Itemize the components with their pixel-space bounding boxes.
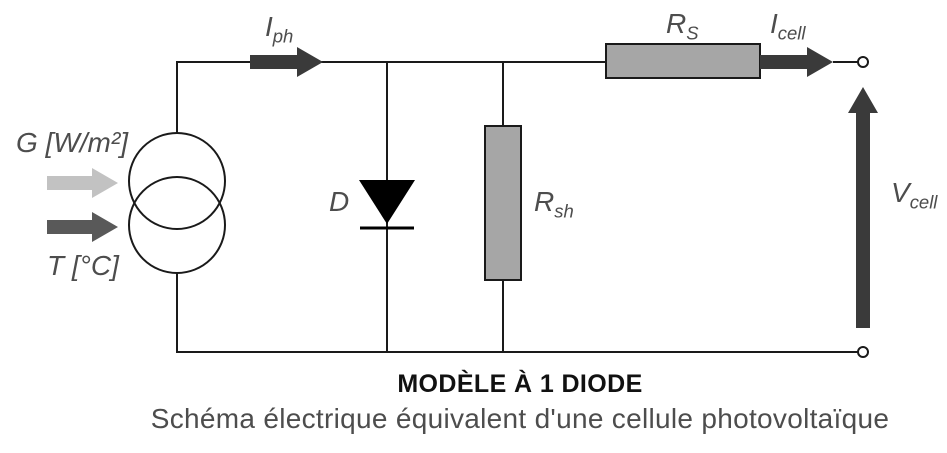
figure-title: MODÈLE À 1 DIODE bbox=[397, 370, 643, 398]
shunt-resistor-body bbox=[484, 125, 522, 281]
photocurrent-label-base: I bbox=[265, 11, 273, 42]
shunt-resistor-label: Rsh bbox=[534, 188, 574, 221]
photocurrent-arrow-icon bbox=[250, 47, 323, 77]
current-source-symbol bbox=[128, 132, 226, 274]
irradiance-arrow-icon bbox=[47, 168, 118, 198]
shunt-resistor-label-sub: sh bbox=[554, 200, 574, 222]
cell-voltage-label-base: V bbox=[891, 177, 910, 208]
temperature-label: T [°C] bbox=[47, 250, 119, 281]
top-left-wire bbox=[176, 61, 606, 133]
series-resistor-label-sub: S bbox=[686, 22, 699, 44]
diode-symbol bbox=[359, 180, 415, 230]
series-resistor-label: RS bbox=[666, 10, 699, 43]
irradiance-label: G [W/m²] bbox=[16, 127, 128, 158]
cell-voltage-label: Vcell bbox=[891, 179, 937, 212]
cell-current-arrow-icon bbox=[760, 47, 833, 77]
temperature-arrow-icon bbox=[47, 212, 118, 242]
figure-subtitle: Schéma électrique équivalent d'une cellu… bbox=[150, 403, 890, 434]
negative-terminal bbox=[857, 346, 869, 358]
diode-label: D bbox=[329, 186, 350, 217]
photocurrent-label: Iph bbox=[265, 13, 293, 46]
diode-triangle bbox=[359, 180, 415, 224]
shunt-resistor-label-base: R bbox=[534, 186, 555, 217]
series-resistor-label-base: R bbox=[666, 8, 687, 39]
cell-voltage-arrow-icon bbox=[848, 87, 878, 328]
current-source-top-circle bbox=[128, 132, 226, 230]
cell-voltage-label-sub: cell bbox=[909, 191, 938, 213]
cell-current-label-sub: cell bbox=[777, 22, 806, 44]
series-resistor-body bbox=[605, 43, 761, 79]
current-source-bottom-circle bbox=[128, 176, 226, 274]
bottom-wire bbox=[176, 273, 858, 353]
positive-terminal bbox=[857, 56, 869, 68]
cell-current-label: Icell bbox=[770, 10, 806, 43]
cell-current-label-base: I bbox=[770, 8, 778, 39]
photocurrent-label-sub: ph bbox=[272, 25, 294, 47]
